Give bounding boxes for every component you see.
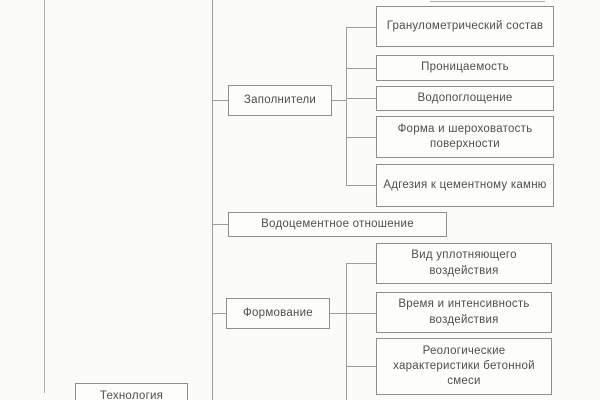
node-vodocementnoe-otnoshenie-label: Водоцементное отношение <box>261 217 414 230</box>
connector-line-left-vertical <box>44 0 45 393</box>
node-adgeziya-label: Адгезия к цементному камню <box>383 178 547 191</box>
node-formovanie: Формование <box>226 298 330 329</box>
node-reologicheskie: Реологические характеристики бетонной см… <box>376 338 552 395</box>
node-vodopogloshchenie: Водопоглощение <box>376 86 554 111</box>
connector-line-branch <box>346 98 376 99</box>
node-vodocementnoe-otnoshenie: Водоцементное отношение <box>228 212 447 237</box>
connector-line-main-trunk <box>212 0 213 400</box>
connector-line-branch <box>346 137 376 138</box>
connector-line-zapolniteli-right <box>332 100 346 101</box>
node-vremya-intensivnost: Время и интенсивность воздействия <box>376 292 552 333</box>
connector-line-zapolniteli-trunk <box>346 27 347 186</box>
connector-line-to-vodocementnoe <box>212 224 228 225</box>
connector-line-branch <box>346 263 376 264</box>
connector-line-branch <box>346 313 376 314</box>
node-pronitsaemost-label: Проницаемость <box>421 61 509 74</box>
node-formovanie-label: Формование <box>243 306 313 319</box>
connector-line-formovanie-trunk <box>346 263 347 400</box>
node-vid-vozdeystviya: Вид уплотняющего воздействия <box>376 243 552 284</box>
connector-line-to-formovanie <box>212 313 226 314</box>
node-zapolniteli-label: Заполнители <box>243 93 317 106</box>
connector-line-branch <box>346 27 376 28</box>
node-adgeziya: Адгезия к цементному камню <box>376 164 554 207</box>
node-forma-sherokhovatost-label: Форма и шероховатость поверхности <box>397 122 533 150</box>
node-tekhnologiya-label: Технология <box>99 390 164 400</box>
connector-line-branch <box>346 185 376 186</box>
connector-line-formovanie-right <box>330 313 346 314</box>
node-pronitsaemost: Проницаемость <box>376 55 554 81</box>
connector-line-top-cutoff <box>430 1 545 2</box>
node-vid-vozdeystviya-label: Вид уплотняющего воздействия <box>411 249 517 277</box>
node-forma-sherokhovatost: Форма и шероховатость поверхности <box>376 116 554 158</box>
node-tekhnologiya: Технология <box>75 383 188 400</box>
node-granulometricheskiy-sostav-label: Гранулометрический состав <box>386 19 544 32</box>
connector-line-branch <box>346 68 376 69</box>
node-zapolniteli: Заполнители <box>228 85 332 116</box>
node-vremya-intensivnost-label: Время и интенсивность воздействия <box>398 298 530 326</box>
connector-line-to-zapolniteli <box>212 100 228 101</box>
node-granulometricheskiy-sostav: Гранулометрический состав <box>376 6 554 47</box>
node-reologicheskie-label: Реологические характеристики бетонной см… <box>393 344 535 388</box>
connector-line-branch <box>346 366 376 367</box>
node-vodopogloshchenie-label: Водопоглощение <box>417 91 513 104</box>
